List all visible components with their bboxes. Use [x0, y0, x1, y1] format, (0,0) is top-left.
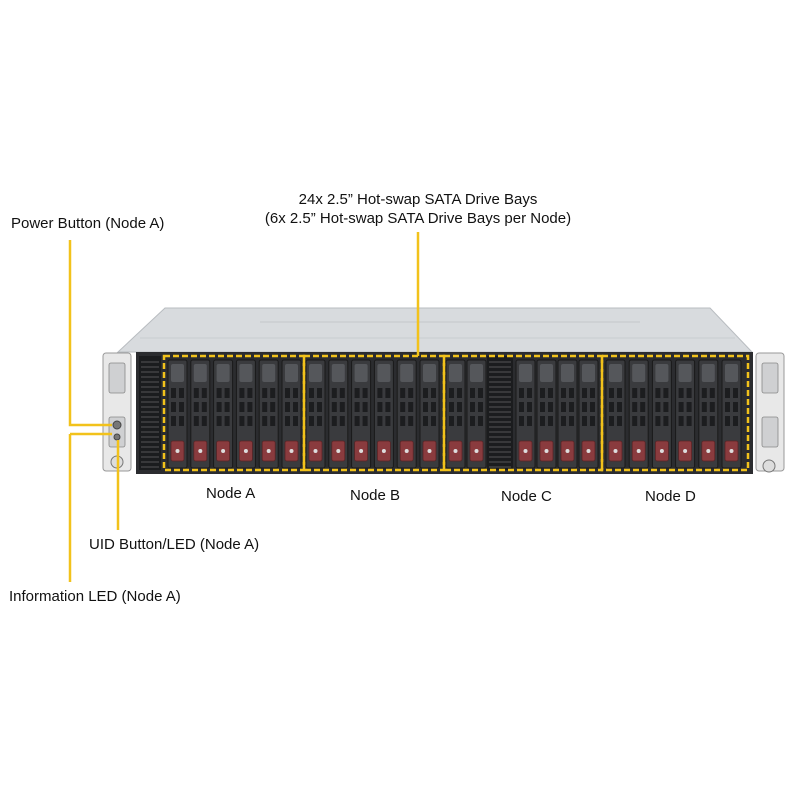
power-button-callout: Power Button (Node A)	[11, 215, 165, 232]
drive-tray	[235, 359, 256, 469]
node-b-label: Node B	[350, 487, 401, 504]
node-d-highlight	[600, 354, 750, 472]
drive-bays-callout-line2: (6x 2.5” Hot-swap SATA Drive Bays per No…	[264, 210, 572, 227]
power-button-leader	[68, 240, 112, 427]
drive-tray	[445, 359, 466, 469]
drive-tray	[281, 359, 302, 469]
uid-button-icon	[113, 433, 121, 441]
drive-bays-callout-line1: 24x 2.5” Hot-swap SATA Drive Bays	[298, 191, 538, 208]
drive-tray	[578, 359, 599, 469]
drive-tray	[351, 359, 372, 469]
node-d-label: Node D	[645, 488, 696, 505]
node-c-highlight	[442, 354, 604, 472]
drive-tray	[213, 359, 234, 469]
uid-button-callout: UID Button/LED (Node A)	[89, 536, 260, 553]
drive-tray	[675, 359, 696, 469]
info-led-callout: Information LED (Node A)	[9, 588, 181, 605]
chassis-top	[116, 307, 754, 353]
vent-left	[139, 356, 161, 470]
drive-tray	[557, 359, 578, 469]
node-a-label: Node A	[206, 485, 256, 502]
node-c-label: Node C	[501, 488, 552, 505]
drive-tray	[419, 359, 440, 469]
drive-tray	[305, 359, 326, 469]
drive-tray	[628, 359, 649, 469]
drive-tray	[651, 359, 672, 469]
drive-tray	[258, 359, 279, 469]
drive-tray	[536, 359, 557, 469]
drive-tray	[605, 359, 626, 469]
drive-tray	[190, 359, 211, 469]
drive-tray	[167, 359, 188, 469]
drive-tray	[396, 359, 417, 469]
power-button-icon	[112, 420, 122, 430]
drive-tray	[466, 359, 487, 469]
vent-center	[487, 356, 513, 470]
drive-tray	[373, 359, 394, 469]
node-a-highlight	[162, 354, 306, 472]
drive-tray	[328, 359, 349, 469]
drive-tray	[721, 359, 742, 469]
node-b-highlight	[302, 354, 446, 472]
drive-tray	[698, 359, 719, 469]
drive-tray	[515, 359, 536, 469]
